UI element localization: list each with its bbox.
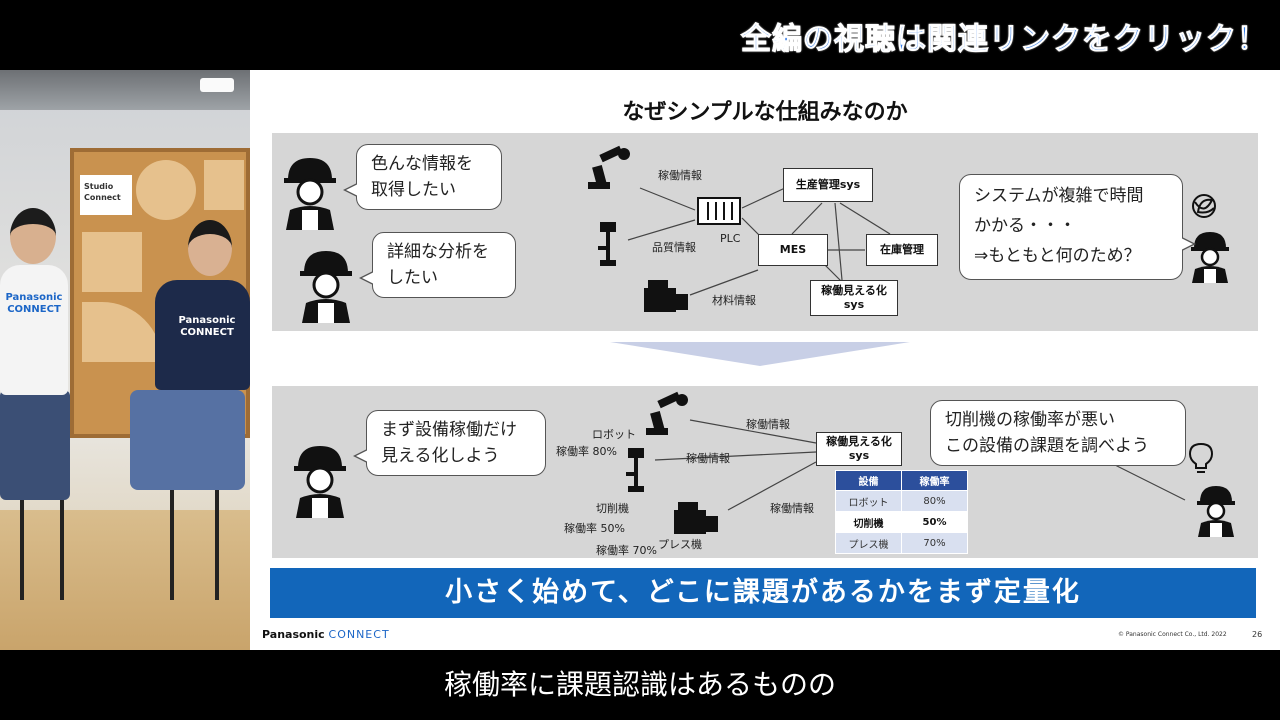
copyright: © Panasonic Connect Co., Ltd. 2022 <box>1118 631 1227 638</box>
stool-leg <box>20 490 24 600</box>
stool-leg <box>170 480 174 600</box>
table-header: 稼働率 <box>901 470 968 491</box>
label-operation-info: 稼働情報 <box>658 169 702 182</box>
diagram-lines-bottom <box>654 419 1186 511</box>
press-machine-icon <box>644 280 688 312</box>
box-operation-visualization: 稼働見える化 sys <box>810 280 898 316</box>
worker-icon <box>294 446 346 518</box>
table-row: プレス機 70% <box>835 532 968 554</box>
table-row: 切削機 50% <box>835 511 968 533</box>
operation-rate-table: 設備 稼働率 ロボット 80% 切削機 50% プレス機 70% <box>835 470 968 554</box>
ceiling-lamp <box>200 78 234 92</box>
visualize-first-bubble: まず設備稼働だけ 見える化しよう <box>353 410 546 476</box>
box-operation-visualization-bottom: 稼働見える化 sys <box>816 432 902 466</box>
label-press-rate: 稼働率 70% <box>596 544 657 557</box>
speaker-video: Studio Connect Panasonic CONNECT Panason… <box>0 70 250 650</box>
table-cell: 切削機 <box>835 511 902 533</box>
stool-leg <box>215 480 219 600</box>
speaker-right-jeans <box>130 390 245 490</box>
investigate-cutter-bubble: 切削機の稼働率が悪い この設備の課題を調べよう <box>930 400 1186 466</box>
label-operation-info-3: 稼働情報 <box>770 502 814 515</box>
label-operation-info-1: 稼働情報 <box>746 418 790 431</box>
shirt-left-brand: Panasonic CONNECT <box>5 292 63 315</box>
robot-arm-icon <box>588 145 630 189</box>
table-cell: 50% <box>901 511 968 533</box>
label-plc: PLC <box>720 232 741 245</box>
box-inventory: 在庫管理 <box>866 234 938 266</box>
table-cell: ロボット <box>835 490 902 512</box>
conclusion-banner: 小さく始めて、どこに課題があるかをまず定量化 <box>270 568 1256 618</box>
want-analysis-bubble: 詳細な分析を したい <box>359 232 516 298</box>
speaker-right-shirt <box>155 280 250 390</box>
drill-press-icon <box>626 448 644 492</box>
speaker-left-head <box>10 208 56 264</box>
presentation-slide: なぜシンプルな仕組みなのか <box>250 70 1280 650</box>
table-cell: 80% <box>901 490 968 512</box>
complex-system-bubble: システムが複雑で時間 かかる・・・ ⇒もともと何のため？ <box>959 174 1196 280</box>
slide-title: なぜシンプルな仕組みなのか <box>622 100 908 125</box>
speaker-left-jeans <box>0 390 70 500</box>
shirt-right-brand: Panasonic CONNECT <box>178 315 236 338</box>
drill-press-icon <box>598 222 616 266</box>
label-press: プレス機 <box>658 538 702 551</box>
subtitle-caption: 稼働率に課題認識はあるものの <box>443 668 836 701</box>
down-arrow <box>610 342 910 366</box>
top-banner: 全編の視聴は関連リンクをクリック！ <box>0 0 1280 70</box>
speaker-left-shirt <box>0 265 68 395</box>
table-cell: 70% <box>901 532 968 554</box>
table-cell: プレス機 <box>835 532 902 554</box>
table-row: ロボット 80% <box>835 490 968 512</box>
label-robot: ロボット <box>592 428 636 441</box>
label-quality-info: 品質情報 <box>652 241 696 254</box>
label-operation-info-2: 稼働情報 <box>686 452 730 465</box>
box-mes: MES <box>758 234 828 266</box>
speaker-right-head <box>188 220 232 276</box>
subtitle-bar <box>0 650 1280 720</box>
logo-sub: CONNECT <box>328 628 390 641</box>
table-header: 設備 <box>835 470 902 491</box>
panasonic-connect-logo: Panasonic CONNECT <box>262 628 390 641</box>
label-cutter-rate: 稼働率 50% <box>564 522 625 535</box>
box-production-management: 生産管理sys <box>783 168 873 202</box>
worker-icon <box>1191 232 1229 283</box>
lightbulb-icon <box>1188 442 1214 473</box>
plc-icon <box>697 197 741 225</box>
worker-icon <box>1197 486 1235 537</box>
robot-arm-icon <box>646 391 688 435</box>
label-material-info: 材料情報 <box>712 294 756 307</box>
studio-sign: Studio Connect <box>80 175 132 215</box>
label-robot-rate: 稼働率 80% <box>556 445 617 458</box>
press-machine-icon <box>674 502 718 534</box>
tangle-icon <box>1192 194 1216 218</box>
table-header-row: 設備 稼働率 <box>835 470 968 491</box>
stool-leg <box>60 490 64 600</box>
floor <box>0 510 250 650</box>
label-cutter: 切削機 <box>596 502 629 515</box>
logo-main: Panasonic <box>262 628 325 641</box>
want-info-bubble: 色んな情報を 取得したい <box>343 144 502 210</box>
page-number: 26 <box>1252 630 1263 639</box>
related-link-prompt: 全編の視聴は関連リンクをクリック！ <box>741 22 1268 58</box>
worker-icon <box>284 158 336 230</box>
worker-icon <box>300 251 352 323</box>
